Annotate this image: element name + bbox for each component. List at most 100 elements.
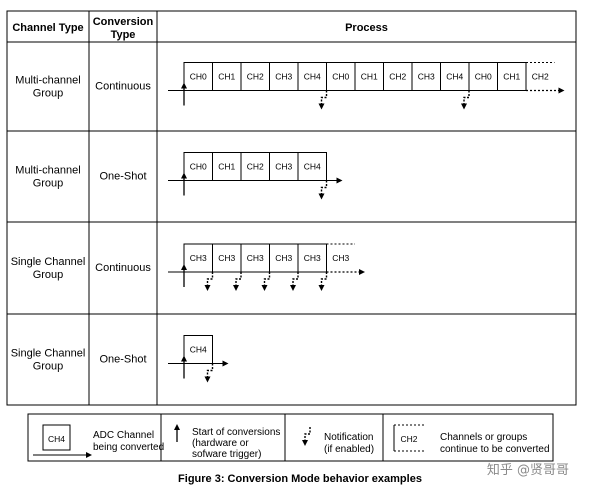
notification-arrow-head bbox=[302, 440, 308, 446]
channel-box-label: CH3 bbox=[275, 162, 292, 172]
header-process: Process bbox=[345, 22, 388, 34]
continuing-channel-label: CH3 bbox=[332, 253, 349, 263]
channel-box-label: CH0 bbox=[475, 72, 492, 82]
channel-box-label: CH0 bbox=[190, 72, 207, 82]
legend-start-label: sofware trigger) bbox=[192, 449, 261, 460]
channel-box-label: CH3 bbox=[275, 72, 292, 82]
notification-arrow-head bbox=[290, 285, 296, 291]
start-arrow-head bbox=[181, 264, 187, 270]
header-channel-type: Channel Type bbox=[12, 22, 83, 34]
row-conversion-type: Continuous bbox=[95, 81, 151, 93]
channel-box bbox=[183, 62, 213, 91]
notification-arrow bbox=[235, 272, 242, 286]
start-arrow-head bbox=[181, 172, 187, 179]
start-arrow-head bbox=[174, 424, 180, 430]
channel-box bbox=[183, 335, 213, 364]
legend-channel-box-label: CH4 bbox=[48, 434, 65, 444]
channel-box bbox=[240, 243, 270, 273]
row-conversion-type: One-Shot bbox=[99, 354, 146, 366]
channel-box-label: CH4 bbox=[304, 72, 321, 82]
channel-box bbox=[411, 62, 441, 91]
notification-arrow bbox=[206, 363, 214, 378]
notification-arrow bbox=[206, 272, 214, 286]
notification-arrow bbox=[263, 272, 271, 286]
timeline-arrowhead bbox=[222, 360, 229, 367]
legend-notification-label: Notification bbox=[324, 432, 373, 443]
figure-caption: Figure 3: Conversion Mode behavior examp… bbox=[178, 473, 422, 485]
watermark: 知乎 @贤哥哥 bbox=[487, 462, 569, 478]
channel-box-label: CH4 bbox=[304, 162, 321, 172]
header-conversion-type: Conversion bbox=[93, 16, 154, 28]
channel-box-label: CH3 bbox=[218, 253, 235, 263]
row-channel-type: Group bbox=[33, 178, 64, 190]
channel-box bbox=[468, 62, 498, 91]
notification-arrow bbox=[304, 427, 311, 441]
notification-arrow bbox=[320, 90, 328, 105]
legend-start-label: Start of conversions bbox=[192, 427, 280, 438]
channel-box-label: CH3 bbox=[304, 253, 321, 263]
notification-arrow-head bbox=[461, 103, 467, 110]
row-channel-type: Single Channel bbox=[11, 348, 86, 360]
channel-box bbox=[212, 62, 242, 91]
notification-arrow-head bbox=[233, 285, 239, 291]
notification-arrow-head bbox=[261, 285, 268, 291]
channel-box-label: CH0 bbox=[332, 72, 349, 82]
channel-box bbox=[297, 152, 327, 181]
channel-box bbox=[297, 243, 327, 273]
legend-adc-label: ADC Channel bbox=[93, 430, 154, 441]
channel-box-label: CH4 bbox=[446, 72, 463, 82]
legend-timeline-arrowhead bbox=[86, 452, 92, 458]
row-channel-type: Single Channel bbox=[11, 256, 86, 268]
timeline-arrowhead bbox=[558, 87, 565, 94]
continuing-channel-label: CH2 bbox=[532, 72, 549, 82]
row-channel-type: Multi-channel bbox=[15, 165, 80, 177]
channel-box-label: CH1 bbox=[218, 162, 235, 172]
channel-box-label: CH0 bbox=[190, 162, 207, 172]
row-conversion-type: Continuous bbox=[95, 262, 151, 274]
channel-box bbox=[497, 62, 527, 91]
notification-arrow-head bbox=[204, 376, 211, 383]
legend-start-label: (hardware or bbox=[192, 438, 249, 449]
channel-box bbox=[183, 243, 213, 273]
row-channel-type: Group bbox=[33, 361, 64, 373]
channel-box-label: CH1 bbox=[218, 72, 235, 82]
notification-arrow bbox=[463, 90, 470, 105]
legend-continue-box-label: CH2 bbox=[400, 434, 417, 444]
notification-arrow bbox=[320, 180, 328, 195]
legend-adc-label: being converted bbox=[93, 442, 164, 453]
channel-box-label: CH4 bbox=[190, 345, 207, 355]
row-conversion-type: One-Shot bbox=[99, 171, 146, 183]
channel-box-label: CH3 bbox=[247, 253, 264, 263]
row-channel-type: Group bbox=[33, 88, 64, 100]
notification-arrow-head bbox=[318, 103, 325, 110]
channel-box bbox=[212, 152, 242, 181]
table-frame bbox=[6, 10, 577, 406]
channel-box-label: CH2 bbox=[247, 162, 264, 172]
legend-frame bbox=[27, 413, 554, 462]
timeline-arrowhead bbox=[359, 269, 365, 275]
channel-box-label: CH1 bbox=[361, 72, 378, 82]
start-arrow-head bbox=[181, 82, 187, 89]
row-channel-type: Group bbox=[33, 269, 64, 281]
channel-box bbox=[269, 243, 299, 273]
notification-arrow-head bbox=[318, 193, 325, 200]
notification-arrow bbox=[292, 272, 299, 286]
notification-arrow-head bbox=[204, 285, 211, 291]
legend-continue-label: continue to be converted bbox=[440, 444, 550, 455]
start-arrow-head bbox=[181, 355, 187, 362]
legend-continue-label: Channels or groups bbox=[440, 432, 527, 443]
legend-channel-box bbox=[42, 424, 71, 451]
channel-box-label: CH3 bbox=[275, 253, 292, 263]
channel-box bbox=[354, 62, 384, 91]
channel-box-label: CH1 bbox=[503, 72, 520, 82]
channel-box-label: CH2 bbox=[389, 72, 406, 82]
legend-notification-label: (if enabled) bbox=[324, 444, 374, 455]
channel-box-label: CH3 bbox=[418, 72, 435, 82]
channel-box bbox=[183, 152, 213, 181]
notification-arrow bbox=[320, 272, 328, 286]
channel-box-label: CH2 bbox=[247, 72, 264, 82]
channel-box bbox=[269, 152, 299, 181]
notification-arrow-head bbox=[318, 285, 325, 291]
channel-box-label: CH3 bbox=[190, 253, 207, 263]
